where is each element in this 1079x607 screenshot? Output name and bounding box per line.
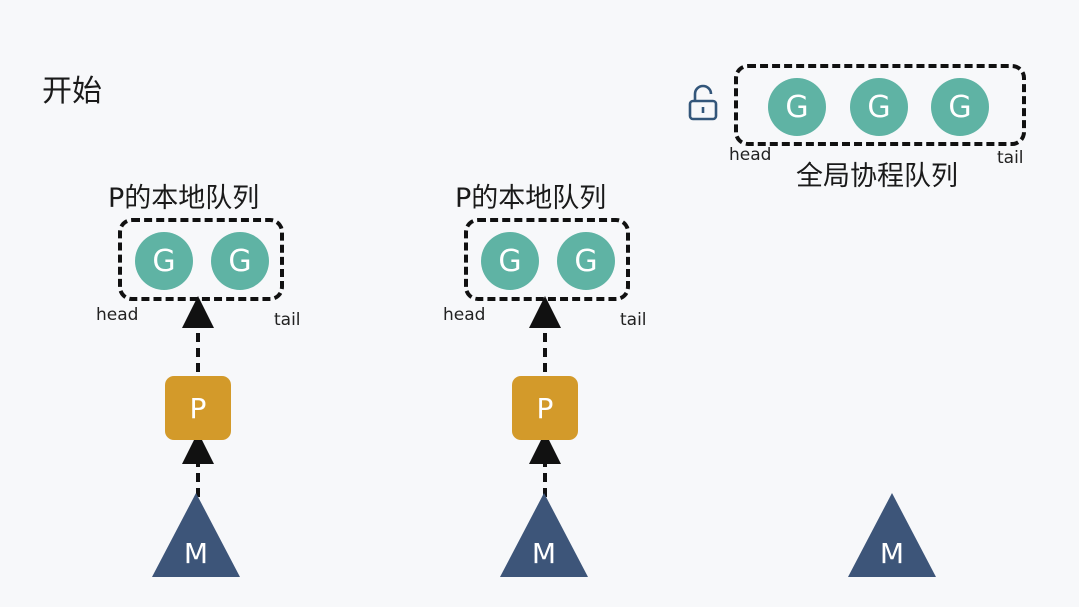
goroutine-global-3: G bbox=[931, 78, 989, 136]
global-queue-title: 全局协程队列 bbox=[796, 161, 958, 192]
tail-label-global: tail bbox=[997, 148, 1024, 168]
processor-left: P bbox=[165, 376, 231, 440]
goroutine-left-1: G bbox=[135, 232, 193, 290]
local-queue-box-middle: G G bbox=[464, 218, 630, 301]
local-queue-box-left: G G bbox=[118, 218, 284, 301]
machine-label-left: M bbox=[183, 537, 209, 570]
goroutine-middle-1: G bbox=[481, 232, 539, 290]
head-label-left: head bbox=[96, 305, 139, 325]
scene-title: 开始 bbox=[42, 74, 102, 109]
unlocked-padlock-icon bbox=[688, 84, 718, 121]
tail-label-left: tail bbox=[274, 310, 301, 330]
goroutine-left-2: G bbox=[211, 232, 269, 290]
head-label-global: head bbox=[729, 145, 772, 165]
global-queue-box: G G G bbox=[734, 64, 1026, 146]
goroutine-middle-2: G bbox=[557, 232, 615, 290]
goroutine-global-1: G bbox=[768, 78, 826, 136]
head-label-middle: head bbox=[443, 305, 486, 325]
machine-triangle-right bbox=[848, 493, 936, 577]
machine-label-right: M bbox=[879, 537, 905, 570]
processor-middle: P bbox=[512, 376, 578, 440]
local-queue-title-middle: P的本地队列 bbox=[455, 183, 607, 214]
machine-triangle-left bbox=[152, 493, 240, 577]
machine-label-middle: M bbox=[531, 537, 557, 570]
tail-label-middle: tail bbox=[620, 310, 647, 330]
machine-triangle-middle bbox=[500, 493, 588, 577]
goroutine-global-2: G bbox=[850, 78, 908, 136]
local-queue-title-left: P的本地队列 bbox=[108, 183, 260, 214]
